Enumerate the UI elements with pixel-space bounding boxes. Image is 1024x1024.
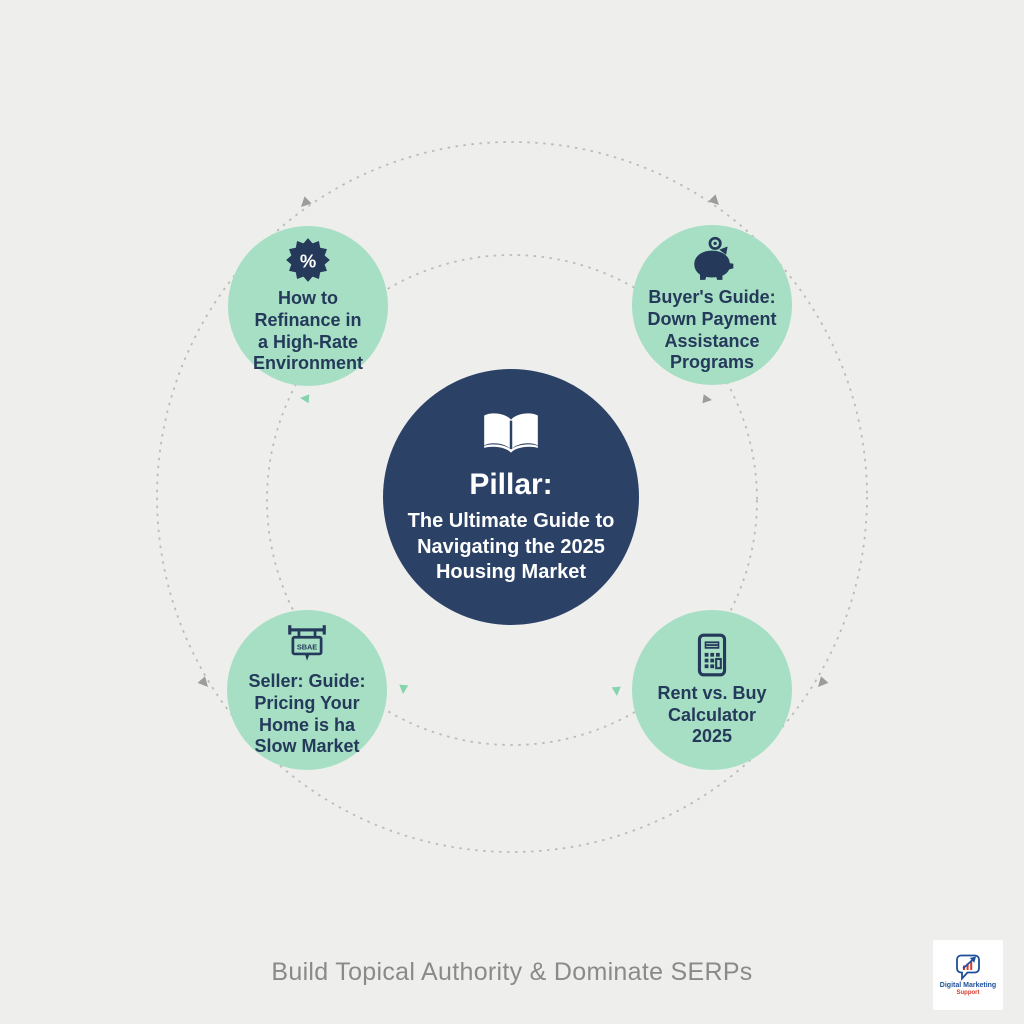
spoke-buyers-guide: Buyer's Guide: Down Payment Assistance P…: [632, 225, 792, 385]
arrow-inner-bottom-left-icon: [399, 684, 409, 694]
arrow-outer-top-right-icon: [708, 194, 719, 205]
brand-subname: Support: [956, 990, 980, 997]
outer-dashed-ring: [156, 141, 868, 853]
sale-sign-text: SBAE: [297, 642, 317, 651]
pillar-hub: Pillar: The Ultimate Guide to Navigating…: [383, 369, 639, 625]
percent-glyph: %: [300, 250, 316, 271]
arrow-inner-left-icon: [300, 394, 310, 404]
percent-badge-icon: %: [286, 237, 330, 282]
arrow-outer-top-left-icon: [301, 196, 312, 207]
spoke-sellers-guide: SBAE Seller: Guide: Pricing Your Home is…: [227, 610, 387, 770]
spoke-rent-vs-buy: Rent vs. Buy Calculator 2025: [632, 610, 792, 770]
arrow-outer-bottom-left-icon: [197, 676, 208, 687]
brand-name: Digital Marketing: [939, 982, 997, 990]
brand-logo: Digital Marketing Support: [933, 940, 1003, 1010]
chart-bubble-icon: [956, 954, 980, 982]
piggy-bank-icon: [694, 236, 734, 280]
spoke-buyers-guide-label: Buyer's Guide: Down Payment Assistance P…: [647, 286, 777, 373]
hub-subtitle: The Ultimate Guide to Navigating the 202…: [407, 510, 615, 584]
sale-sign-icon: SBAE: [288, 624, 326, 661]
spoke-refinance-label: How to Refinance in a High-Rate Environm…: [252, 287, 363, 374]
arrow-inner-bottom-right-icon: [611, 686, 621, 696]
hub-title: Pillar:: [469, 468, 553, 502]
inner-dashed-ring: [266, 254, 758, 746]
open-book-icon: [484, 413, 538, 453]
arrow-inner-right-icon: [702, 394, 712, 404]
spoke-sellers-guide-label: Seller: Guide: Pricing Your Home is ha S…: [248, 670, 366, 757]
arrow-outer-bottom-right-icon: [818, 676, 829, 687]
spoke-rent-vs-buy-label: Rent vs. Buy Calculator 2025: [657, 682, 767, 747]
calculator-icon: [697, 633, 727, 676]
spoke-refinance: % How to Refinance in a High-Rate Enviro…: [228, 226, 388, 386]
tagline: Build Topical Authority & Dominate SERPs: [271, 958, 753, 986]
